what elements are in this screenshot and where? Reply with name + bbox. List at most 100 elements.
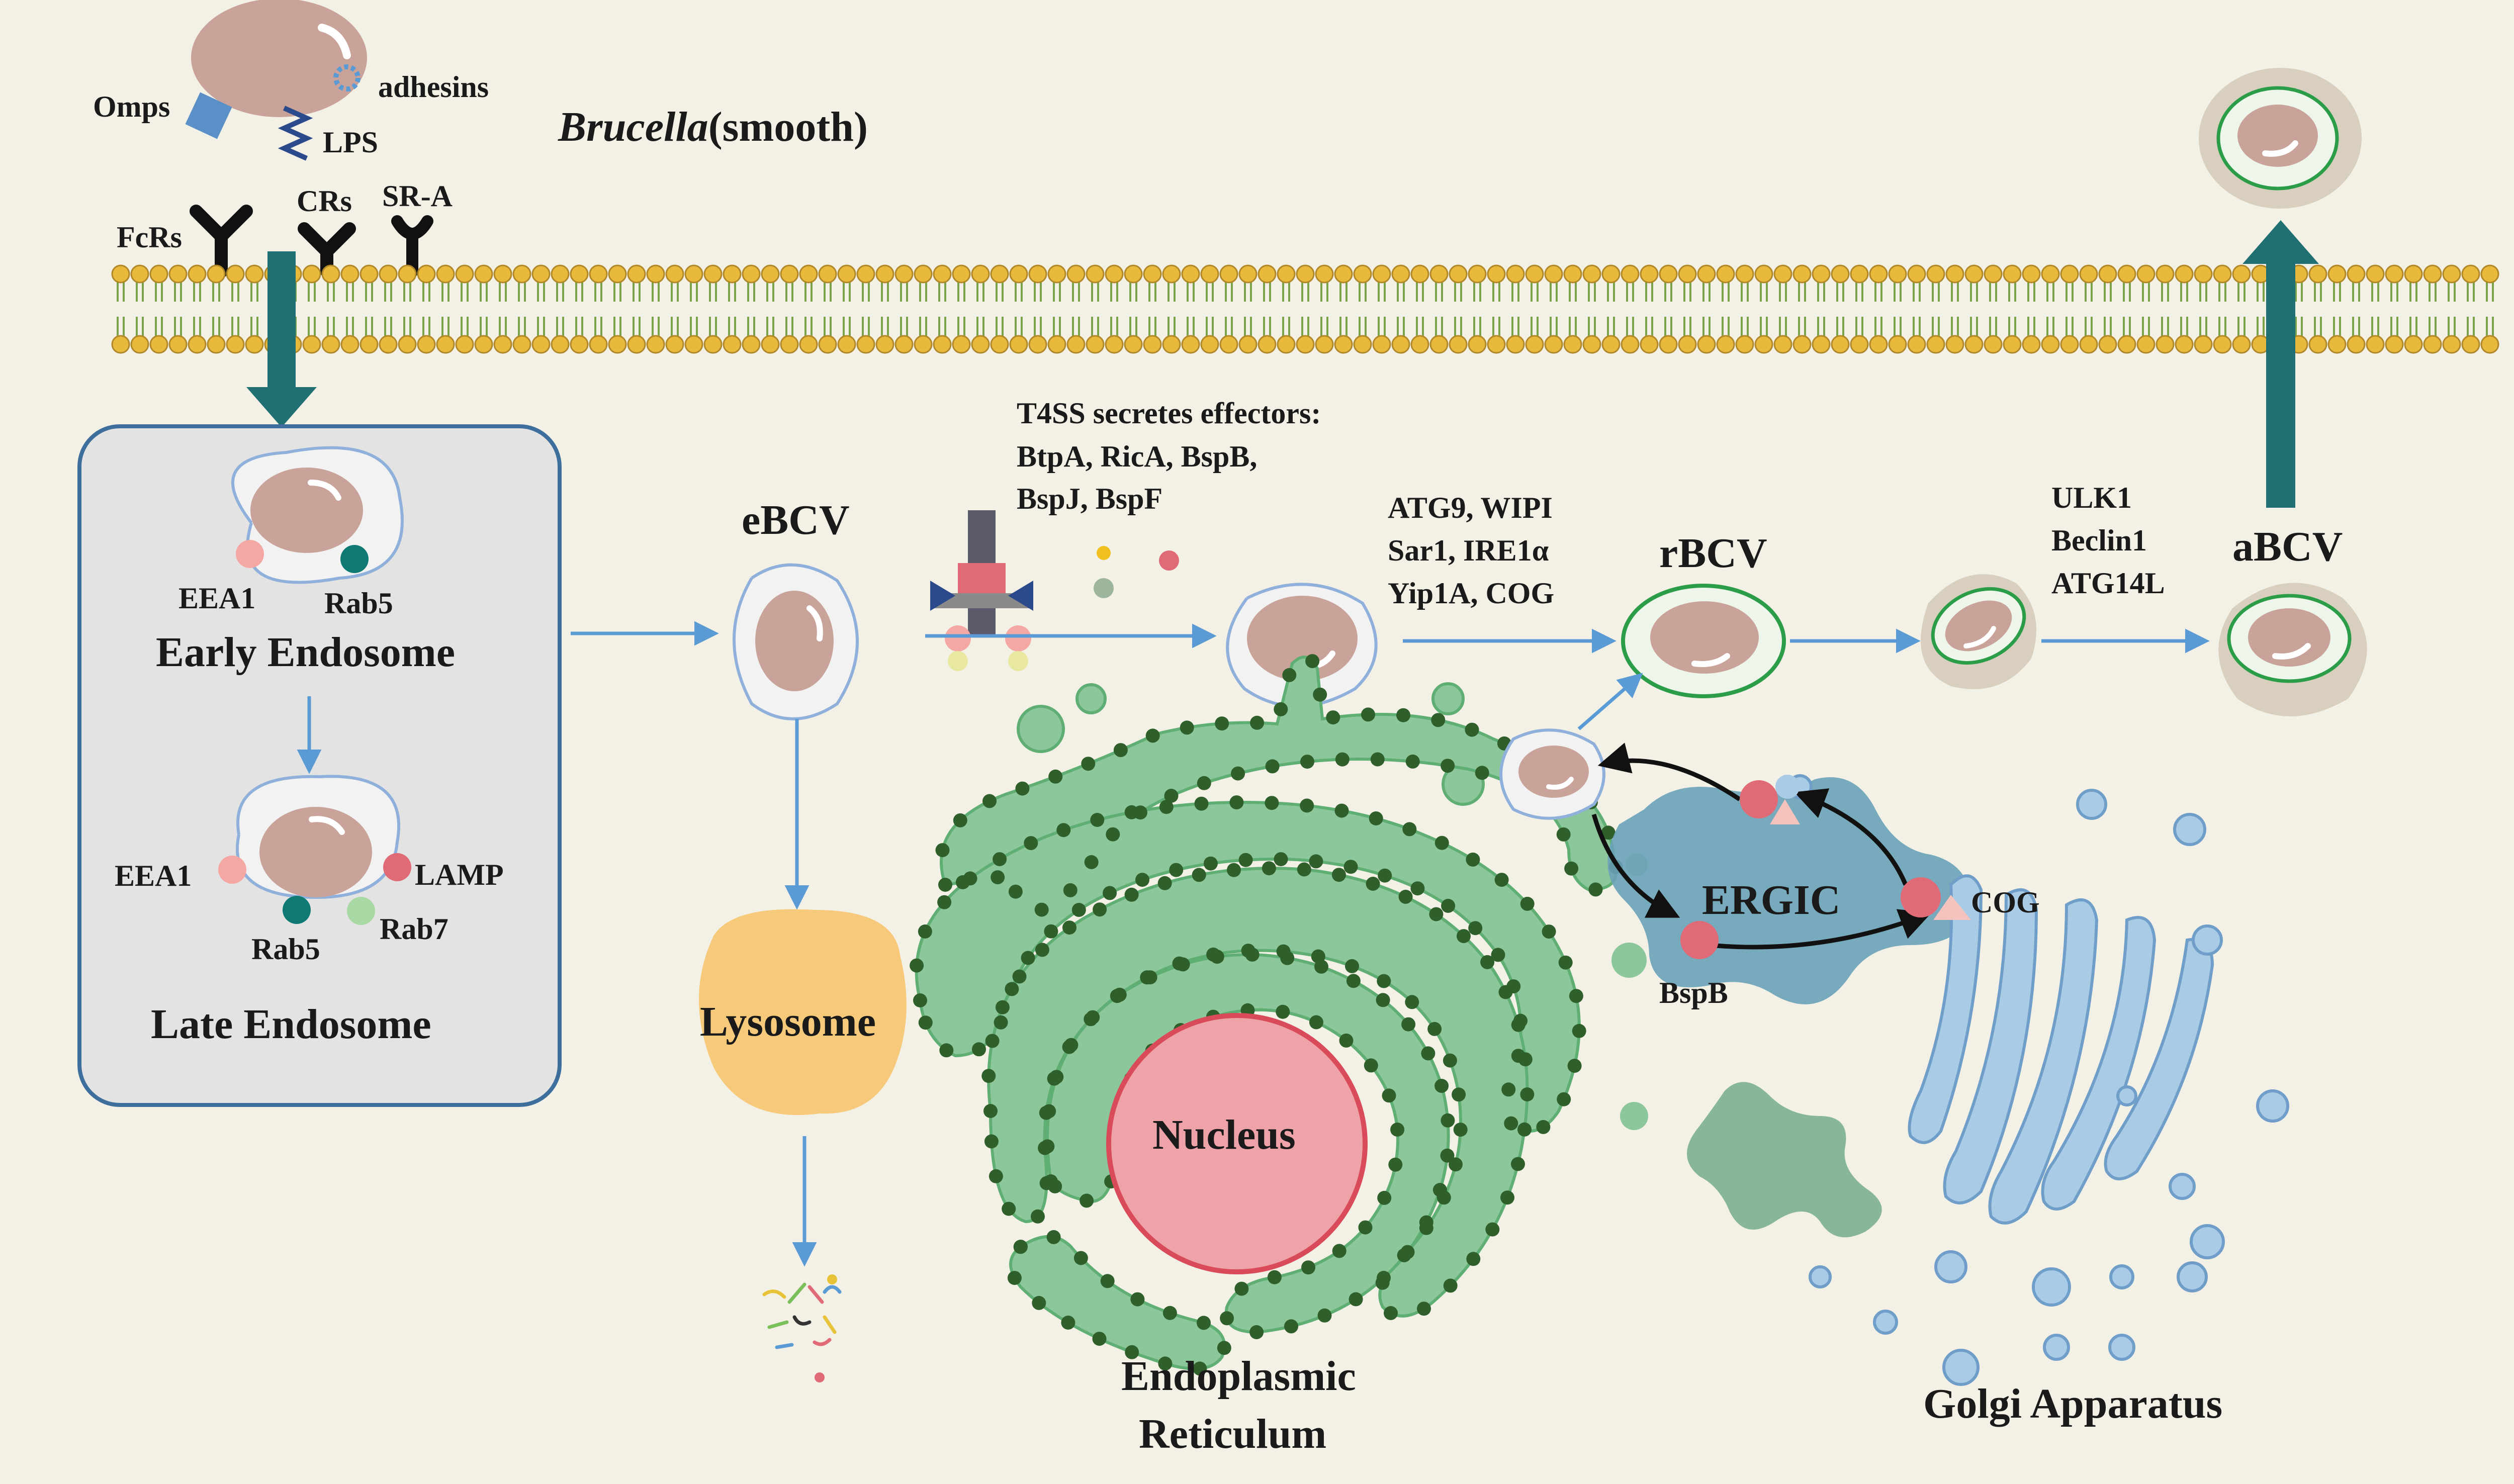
lipid-head: [188, 264, 207, 284]
late-endosome: [218, 775, 411, 925]
lipid-head: [1105, 335, 1124, 354]
ribosome-dot: [1250, 715, 1265, 730]
ribosome-dot: [1449, 1157, 1463, 1172]
ribosome-dot: [1313, 687, 1327, 702]
ribosome-dot: [1044, 924, 1058, 939]
lipid-head: [1219, 264, 1238, 284]
lipid-head: [149, 335, 168, 354]
ribosome-dot: [1556, 827, 1571, 842]
t4ss-line3: BspJ, BspF: [1017, 482, 1162, 515]
lipid-head: [1334, 264, 1353, 284]
ribosome-dot: [1520, 1087, 1535, 1101]
ribosome-dot: [1084, 855, 1099, 869]
late-endosome-title: Late Endosome: [151, 1001, 431, 1048]
lipid-tail: [1569, 279, 1577, 339]
lipid-tail: [1836, 279, 1844, 339]
lipid-head: [1429, 335, 1449, 354]
ribosome-dot: [1401, 1017, 1416, 1032]
lipid-head: [2098, 335, 2117, 354]
ribosome-dot: [1520, 896, 1535, 911]
ribosome-dot: [1164, 789, 1179, 803]
lipid-tail: [518, 279, 526, 339]
lipid-head: [1296, 264, 1315, 284]
ribosome-dot: [1162, 1306, 1177, 1320]
lipid-head: [2423, 335, 2442, 354]
lipid-tail: [1989, 279, 1997, 339]
lipid-head: [474, 335, 493, 354]
lipid-tail: [174, 279, 182, 339]
t4ss-line2: BtpA, RicA, BspB,: [1017, 440, 1257, 473]
lipid-tail: [919, 279, 927, 339]
lipid-tail: [2085, 279, 2093, 339]
ribosome-dot: [1024, 836, 1038, 851]
lipid-tail: [2486, 279, 2494, 339]
ribosome-dot: [1517, 1122, 1532, 1137]
ribosome-dot: [994, 1015, 1008, 1030]
lipid-head: [818, 264, 837, 284]
rab5-marker: [340, 545, 369, 573]
brucella-title: Brucella(smooth): [558, 104, 868, 150]
ribosome-dot: [1210, 950, 1224, 964]
lipid-head: [742, 335, 761, 354]
lipid-head: [379, 264, 398, 284]
lipid-head: [2041, 264, 2060, 284]
ribosome-dot: [1419, 1215, 1433, 1230]
brucella-name: Brucella: [558, 104, 708, 150]
lipid-tail: [2218, 279, 2226, 339]
lipid-tail: [346, 279, 354, 339]
lipid-head: [2404, 264, 2423, 284]
ribosome-dot: [1434, 836, 1449, 850]
lipid-head: [302, 335, 321, 354]
lipid-head: [1869, 264, 1888, 284]
ribosome-dot: [1042, 1104, 1056, 1119]
lipid-tail: [365, 279, 373, 339]
lipid-head: [1410, 335, 1429, 354]
lipid-head: [1773, 335, 1792, 354]
lipid-tail: [250, 279, 258, 339]
er-bcv-vesicle: [1499, 728, 1605, 820]
ribosome-dot: [1061, 1316, 1075, 1330]
ribosome-dot: [1518, 1052, 1533, 1067]
ribosome-dot: [1143, 970, 1157, 985]
early-rab5-label: Rab5: [324, 587, 393, 620]
lipid-tail: [1664, 279, 1672, 339]
lipid-head: [1391, 264, 1410, 284]
ribosome-dot: [1220, 1311, 1234, 1326]
bspb-marker: [1680, 921, 1719, 959]
lipid-head: [1162, 335, 1181, 354]
ribosome-dot: [1485, 1222, 1500, 1237]
lipid-tail: [1741, 279, 1749, 339]
lipid-tail: [785, 279, 793, 339]
ribosome-dot: [1282, 668, 1297, 682]
lipid-head: [1468, 264, 1487, 284]
lipid-tail: [1970, 279, 1978, 339]
ergic-to-bcv-arrow: [1597, 743, 1741, 801]
lipid-head: [933, 264, 952, 284]
ribosome-dot: [1032, 1295, 1046, 1310]
ribosome-dot: [918, 1015, 933, 1030]
lipid-tail: [422, 279, 430, 339]
ribosome-dot: [953, 813, 967, 827]
lipid-head: [914, 264, 933, 284]
lipid-tail: [1225, 279, 1233, 339]
ribosome-dot: [938, 878, 952, 892]
lipid-tail: [117, 279, 125, 339]
lipid-tail: [1244, 279, 1252, 339]
ribosome-dot: [1480, 955, 1495, 969]
lipid-tail: [1435, 279, 1443, 339]
ribosome-dot: [1229, 795, 1244, 810]
er-factors-line2: Sar1, IRE1α: [1388, 534, 1549, 567]
lipid-tail: [1148, 279, 1156, 339]
exocytosis-arrow: [2242, 220, 2319, 508]
lipid-head: [512, 335, 531, 354]
ribosome-dot: [1500, 1190, 1514, 1205]
ribosome-dot: [1564, 861, 1579, 876]
lipid-head: [1449, 264, 1468, 284]
lipid-tail: [996, 279, 1004, 339]
golgi-apparatus: [1787, 774, 2289, 1386]
sra-receptor-icon: [391, 215, 433, 277]
early-eea1-label: EEA1: [178, 582, 255, 615]
lipid-head: [2308, 335, 2327, 354]
ribosome-dot: [1013, 1240, 1028, 1254]
lipid-head: [2060, 264, 2079, 284]
